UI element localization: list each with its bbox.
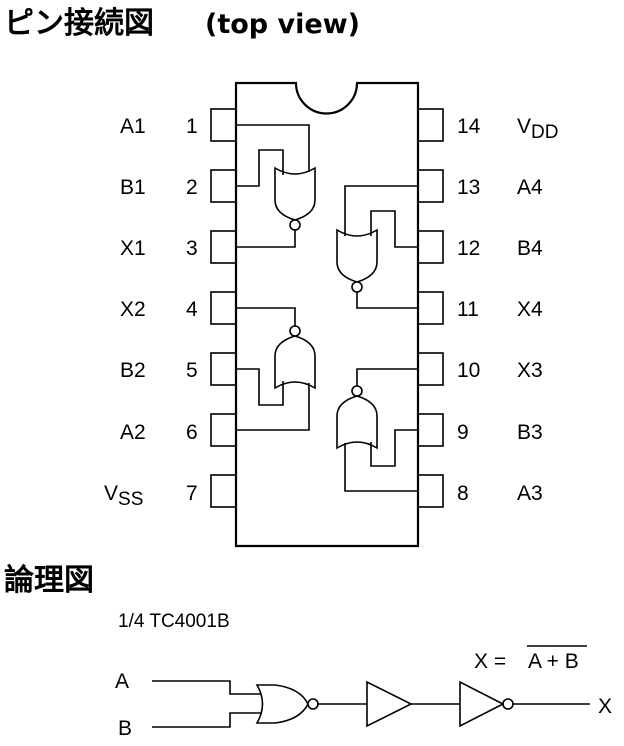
pin-number-9: 9 — [457, 421, 469, 444]
left-pin-labels: A1 1 B1 2 X1 3 X2 4 B2 5 A2 6 VSS 7 — [104, 115, 198, 510]
pin-label-10: X3 — [517, 359, 543, 382]
pin-number-13: 13 — [457, 176, 480, 199]
pin-stub-13 — [417, 169, 444, 203]
pin-label-4: X2 — [120, 298, 146, 321]
nor-gate-2 — [236, 307, 316, 431]
logic-nor-gate — [152, 680, 319, 728]
nor-gate-3 — [336, 368, 418, 492]
left-pin-stubs — [210, 108, 237, 508]
right-pin-stubs — [417, 108, 444, 508]
pin-stub-9 — [417, 413, 444, 447]
logic-output-label: X — [598, 695, 612, 718]
right-pin-labels: 14 VDD 13 A4 12 B4 11 X4 10 X3 9 B3 8 A3 — [457, 115, 558, 505]
logic-inverter — [459, 680, 514, 728]
pin-label-9: B3 — [517, 421, 543, 444]
pin-stub-2 — [210, 169, 237, 203]
pin-number-6: 6 — [186, 421, 198, 444]
pin-stub-12 — [417, 230, 444, 264]
pin-stub-1 — [210, 108, 237, 142]
ic-body — [234, 81, 420, 548]
logic-input-b-label: B — [118, 717, 132, 740]
pin-diagram-title-view: (top view) — [205, 9, 360, 40]
logic-part-label: 1/4 TC4001B — [118, 611, 230, 632]
pin-label-5: B2 — [120, 359, 146, 382]
pin-stub-10 — [417, 352, 444, 386]
pin-label-14: VDD — [517, 115, 558, 143]
pin-number-5: 5 — [186, 359, 198, 382]
pin-stub-7 — [210, 474, 237, 508]
equation-lhs: X = — [474, 650, 506, 673]
logic-diagram-title: 論理図 — [4, 563, 94, 598]
pin-number-4: 4 — [186, 298, 198, 321]
pin-number-1: 1 — [186, 115, 198, 138]
pin-label-12: B4 — [517, 237, 543, 260]
pin-stub-8 — [417, 474, 444, 508]
pin-number-12: 12 — [457, 237, 480, 260]
pin-label-7: VSS — [104, 482, 143, 510]
logic-buffer — [366, 680, 413, 728]
pin-label-6: A2 — [120, 421, 146, 444]
pin-stub-5 — [210, 352, 237, 386]
pin-label-2: B1 — [120, 176, 146, 199]
pin-number-3: 3 — [186, 237, 198, 260]
pin-label-1: A1 — [120, 115, 146, 138]
pin-number-10: 10 — [457, 359, 480, 382]
pin-number-8: 8 — [457, 482, 469, 505]
pin-diagram-title: ピン接続図 — [4, 6, 154, 41]
logic-input-a-label: A — [115, 670, 129, 693]
pin-stub-3 — [210, 230, 237, 264]
pin-stub-14 — [417, 108, 444, 142]
nor-gate-1 — [236, 124, 316, 248]
pin-number-7: 7 — [186, 482, 198, 505]
pin-number-14: 14 — [457, 115, 481, 138]
pin-stub-11 — [417, 291, 444, 325]
pin-number-2: 2 — [186, 176, 198, 199]
pin-stub-4 — [210, 291, 237, 325]
pin-label-8: A3 — [517, 482, 543, 505]
pin-label-13: A4 — [517, 176, 543, 199]
pin-stub-6 — [210, 413, 237, 447]
pin-label-11: X4 — [517, 298, 543, 321]
pin-number-11: 11 — [457, 298, 479, 321]
nor-gate-4 — [336, 185, 418, 309]
pin-label-3: X1 — [120, 237, 146, 260]
equation-rhs: A + B — [528, 650, 579, 673]
